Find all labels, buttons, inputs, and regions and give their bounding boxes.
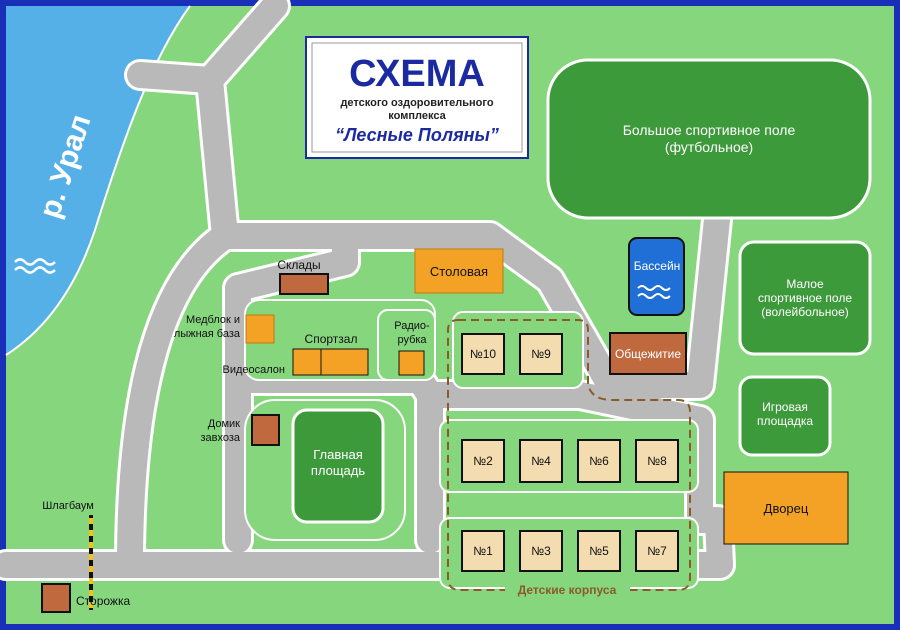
svg-text:№4: №4 <box>531 454 551 468</box>
children-blocks-label: Детские корпуса <box>518 583 617 597</box>
warehouses <box>279 273 329 295</box>
river-ural <box>6 6 190 355</box>
pool <box>628 237 685 316</box>
radio-label-line2: рубка <box>397 334 427 346</box>
main-square-label-line1: Главная <box>313 447 362 462</box>
playground-label-line2: площадка <box>757 414 813 428</box>
pool-label: Бассейн <box>634 259 681 273</box>
svg-text:№10: №10 <box>470 347 497 361</box>
block-10 <box>461 333 505 375</box>
caretaker-label-line1: Домик <box>208 418 240 430</box>
gym-label: Спортзал <box>305 332 358 346</box>
palace-label: Дворец <box>764 501 809 516</box>
video-salon-label: Видеосалон <box>223 364 286 376</box>
canteen <box>414 248 504 294</box>
video-salon <box>292 348 322 376</box>
big-field-label-line2: (футбольное) <box>665 139 753 155</box>
small-field-label-line2: спортивное поле <box>758 291 852 305</box>
svg-text:№1: №1 <box>473 544 493 558</box>
caretaker-house <box>251 414 280 446</box>
small-sports-field <box>738 240 872 356</box>
block-3 <box>519 530 563 572</box>
guardhouse <box>41 583 71 613</box>
block-6 <box>577 439 621 483</box>
playground <box>738 375 832 457</box>
map-subtitle-line1: детского оздоровительного <box>340 97 493 109</box>
medblock-label-line1: Медблок и <box>186 314 240 326</box>
map-title: СХЕМА <box>349 53 485 95</box>
barrier-label: Шлагбаум <box>42 500 94 512</box>
river-waves-icon <box>14 258 56 274</box>
block-2 <box>461 439 505 483</box>
block-5 <box>577 530 621 572</box>
medblock <box>245 314 275 344</box>
dormitory-label: Общежитие <box>615 347 681 361</box>
main-square <box>291 408 385 524</box>
big-field-label-line1: Большое спортивное поле <box>623 122 796 138</box>
block-7 <box>635 530 679 572</box>
svg-text:№8: №8 <box>647 454 667 468</box>
svg-text:№5: №5 <box>589 544 609 558</box>
pool-waves-icon <box>637 285 671 299</box>
map-subtitle-line2: комплекса <box>388 110 446 122</box>
river-bank <box>5 5 191 356</box>
block-9 <box>519 333 563 375</box>
playground-label-line1: Игровая <box>762 400 808 414</box>
warehouses-label: Склады <box>277 258 320 272</box>
title-box <box>305 36 529 159</box>
svg-text:№3: №3 <box>531 544 551 558</box>
block-1 <box>461 530 505 572</box>
svg-text:№9: №9 <box>531 347 551 361</box>
block-4 <box>519 439 563 483</box>
small-field-label-line1: Малое <box>786 277 824 291</box>
canteen-label: Столовая <box>430 264 488 279</box>
block-8 <box>635 439 679 483</box>
big-sports-field <box>546 58 872 220</box>
svg-text:№6: №6 <box>589 454 609 468</box>
guardhouse-label: Сторожка <box>76 594 130 608</box>
children-blocks-boundary <box>447 319 691 591</box>
svg-text:№7: №7 <box>647 544 667 558</box>
small-field-label-line3: (волейбольное) <box>761 305 849 319</box>
svg-text:№2: №2 <box>473 454 493 468</box>
main-square-label-line2: площадь <box>311 463 366 478</box>
radio-room <box>398 350 425 376</box>
radio-label-line1: Радио- <box>394 320 430 332</box>
gym <box>320 348 369 376</box>
camp-name: “Лесные Поляны” <box>335 125 499 145</box>
medblock-label-line2: лыжная база <box>174 328 241 340</box>
palace <box>723 471 849 545</box>
dormitory <box>609 332 687 375</box>
caretaker-label-line2: завхоза <box>200 432 240 444</box>
